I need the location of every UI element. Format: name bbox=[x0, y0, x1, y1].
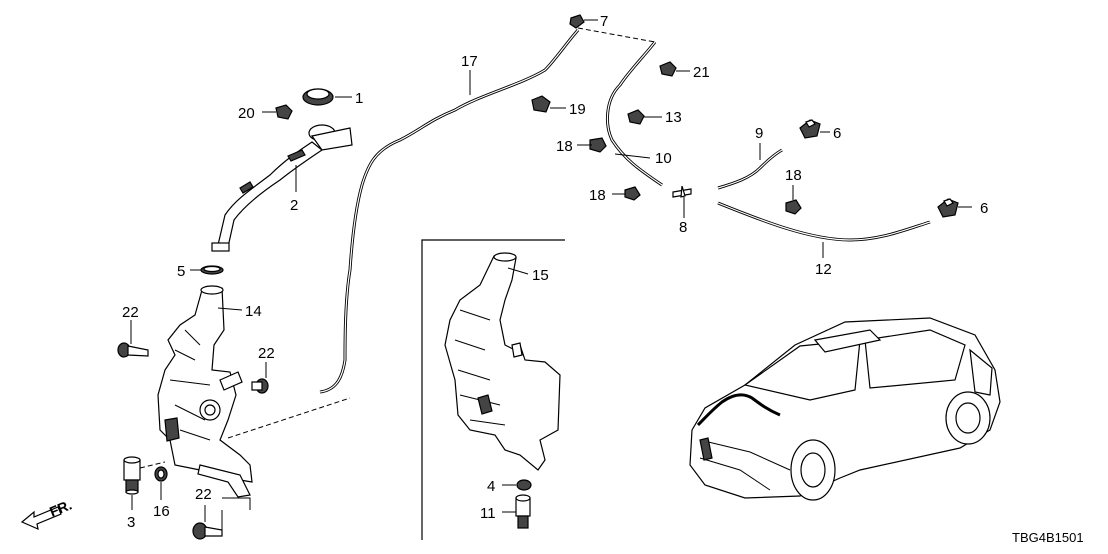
inset-frame bbox=[421, 239, 565, 540]
clip-part-13 bbox=[627, 109, 645, 125]
callout-8: 8 bbox=[679, 219, 687, 236]
clip-part-20 bbox=[275, 104, 293, 120]
callout-3: 3 bbox=[127, 514, 135, 531]
bolt-part-22c bbox=[192, 522, 223, 540]
callout-13: 13 bbox=[665, 109, 682, 126]
callout-22a: 22 bbox=[122, 304, 139, 321]
callout-4: 4 bbox=[487, 478, 495, 495]
callout-22c: 22 bbox=[195, 486, 212, 503]
leader-lines bbox=[130, 19, 972, 531]
assembly-line-pump bbox=[139, 461, 166, 469]
callout-9: 9 bbox=[755, 125, 763, 142]
bolt-part-22a bbox=[117, 342, 149, 358]
inset-tank-part-15 bbox=[444, 252, 561, 471]
callout-5: 5 bbox=[177, 263, 185, 280]
hose-part-12 bbox=[717, 201, 931, 242]
nozzle-part-6b bbox=[937, 198, 959, 218]
callout-16: 16 bbox=[153, 503, 170, 520]
callout-11: 11 bbox=[480, 505, 496, 522]
callout-19: 19 bbox=[569, 101, 586, 118]
callout-21: 21 bbox=[693, 64, 710, 81]
callout-15: 15 bbox=[532, 267, 549, 284]
assembly-line-tank bbox=[227, 397, 351, 439]
hose-part-17 bbox=[319, 29, 580, 394]
callout-22b: 22 bbox=[258, 345, 275, 362]
callout-18b: 18 bbox=[589, 187, 606, 204]
callout-20: 20 bbox=[238, 105, 255, 122]
seal-part-4 bbox=[516, 479, 532, 491]
callout-18a: 18 bbox=[556, 138, 573, 155]
front-direction-label: FR. bbox=[47, 496, 74, 519]
callout-6b: 6 bbox=[980, 200, 988, 217]
diagram-code: TBG4B1501 bbox=[1012, 530, 1084, 545]
callout-labels: 1 20 2 5 14 22 22 3 16 22 7 17 21 19 13 … bbox=[122, 13, 988, 531]
callout-1: 1 bbox=[355, 90, 363, 107]
callout-14: 14 bbox=[245, 303, 262, 320]
callout-17: 17 bbox=[461, 53, 478, 70]
seal-part-5 bbox=[200, 265, 224, 275]
clip-part-18b bbox=[624, 186, 641, 201]
clip-part-18a bbox=[589, 137, 607, 153]
vehicle-illustration bbox=[689, 317, 1001, 501]
callout-6a: 6 bbox=[833, 125, 841, 142]
callout-18c: 18 bbox=[785, 167, 802, 184]
clip-part-19 bbox=[531, 95, 551, 113]
front-direction-arrow bbox=[20, 506, 62, 531]
grommet-part-16 bbox=[154, 466, 168, 482]
callout-10: 10 bbox=[655, 150, 672, 167]
assembly-line-top bbox=[577, 27, 656, 43]
filler-cap-part bbox=[302, 88, 334, 106]
pump-part-3 bbox=[123, 456, 141, 495]
pump-part-11 bbox=[515, 494, 531, 529]
filler-neck-part bbox=[211, 124, 353, 252]
hose-part-9 bbox=[717, 148, 783, 190]
bolt-part-22b bbox=[251, 378, 269, 394]
clip-part-21 bbox=[659, 61, 677, 77]
clip-part-7 bbox=[569, 14, 585, 29]
callout-12: 12 bbox=[815, 261, 832, 278]
reservoir-tank-part bbox=[157, 285, 253, 498]
callout-2: 2 bbox=[290, 197, 298, 214]
callout-7: 7 bbox=[600, 13, 608, 30]
hose-part-10 bbox=[606, 41, 663, 187]
joint-part-8 bbox=[672, 185, 692, 198]
nozzle-part-6a bbox=[799, 119, 821, 139]
clip-part-18c bbox=[785, 199, 802, 215]
